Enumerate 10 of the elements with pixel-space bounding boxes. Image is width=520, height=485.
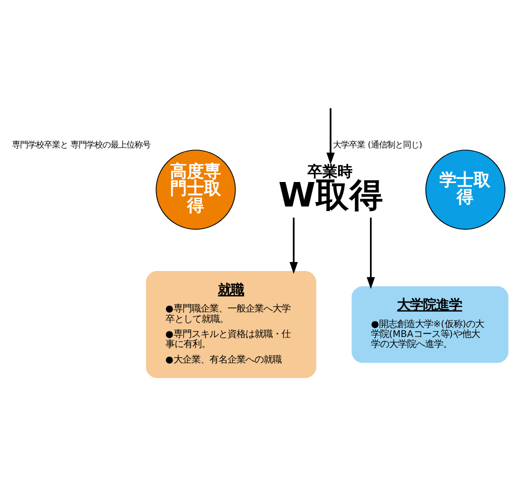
node-box: 就職 ●専門職企業、一般企業へ大学卒として就職。 ●専門スキルと資格は就職・仕事に有利。 ●大企業、有名企業への就職 [146, 271, 316, 378]
node-label: 大学卒業 (通信制と同じ) [333, 140, 422, 150]
arrow [290, 218, 298, 274]
arrow [366, 218, 375, 289]
node-box: 大学院進学 ●開志創造大学※(仮称)の大学院(MBAコース等)や他大学の大学院へ進学。 [352, 286, 508, 363]
node-text: 卒業時 W取得 [278, 162, 384, 215]
node-circle: 高度専門士取得 [156, 150, 236, 230]
node-label: 専門学校卒業と 専門学校の最上位称号 [12, 140, 151, 150]
arrow [326, 108, 335, 164]
node-circle: 学士取得 [425, 150, 506, 230]
